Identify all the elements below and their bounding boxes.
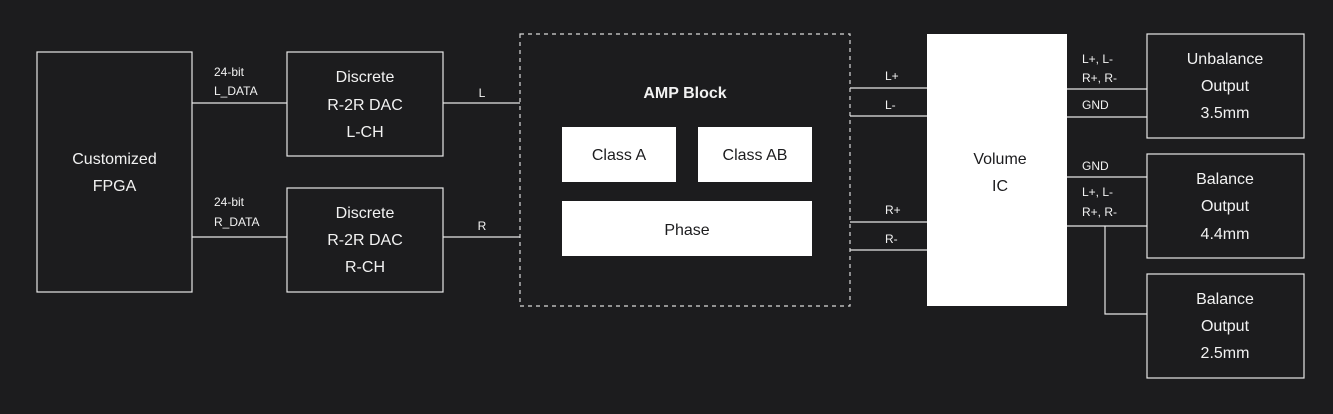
balance-44-line1: Balance (1196, 171, 1254, 188)
l-signal-label: L (479, 86, 486, 100)
fpga-label-line2: FPGA (93, 178, 137, 195)
balance-25-output-block: Balance Output 2.5mm (1146, 273, 1305, 379)
volume-ic-line1: Volume (973, 151, 1026, 168)
class-a-label: Class A (592, 147, 647, 164)
dac-right-line3: R-CH (345, 259, 385, 276)
unbalance-line2: Output (1201, 78, 1250, 95)
volume-ic-block: Volume IC (927, 34, 1067, 306)
phase-label: Phase (664, 222, 709, 239)
dac-right-line2: R-2R DAC (327, 232, 403, 249)
amp-out-l-plus: L+ (885, 69, 899, 83)
wire-vol-to-balance-25 (1104, 226, 1147, 315)
right-data-label-line1: 24-bit (214, 195, 245, 209)
unbalance-line3: 3.5mm (1201, 105, 1250, 122)
class-ab-label: Class AB (723, 147, 788, 164)
vol-bottom-pair-line1: L+, L- (1082, 185, 1113, 199)
fpga-block: Customized FPGA (36, 51, 193, 293)
vol-bottom-gnd: GND (1082, 159, 1109, 173)
left-data-label-line2: L_DATA (214, 84, 258, 98)
vol-top-pair-line2: R+, R- (1082, 71, 1117, 85)
balance-44-output-block: Balance Output 4.4mm (1146, 153, 1305, 259)
vol-bottom-pair-line2: R+, R- (1082, 205, 1117, 219)
dac-right-block: Discrete R-2R DAC R-CH (286, 187, 444, 293)
volume-ic-line2: IC (992, 178, 1008, 195)
class-ab-box (698, 127, 812, 182)
r-signal-label: R (478, 219, 487, 233)
balance-25-line3: 2.5mm (1201, 345, 1250, 362)
amp-out-l-minus: L- (885, 98, 896, 112)
vol-top-gnd: GND (1082, 98, 1109, 112)
balance-44-line2: Output (1201, 198, 1250, 215)
amp-block-title: AMP Block (643, 85, 726, 102)
amp-block: AMP Block Class A Class AB Phase (519, 33, 851, 307)
balance-25-line1: Balance (1196, 291, 1254, 308)
amp-out-r-minus: R- (885, 232, 898, 246)
dac-left-block: Discrete R-2R DAC L-CH (286, 51, 444, 157)
left-data-label-line1: 24-bit (214, 65, 245, 79)
unbalance-line1: Unbalance (1187, 51, 1264, 68)
balance-25-line2: Output (1201, 318, 1250, 335)
dac-left-line3: L-CH (346, 124, 383, 141)
dac-right-line1: Discrete (336, 205, 395, 222)
unbalance-output-block: Unbalance Output 3.5mm (1146, 33, 1305, 139)
class-a-box (562, 127, 676, 182)
fpga-label-line1: Customized (72, 151, 156, 168)
dac-left-line2: R-2R DAC (327, 97, 403, 114)
amp-out-r-plus: R+ (885, 203, 901, 217)
vol-top-pair-line1: L+, L- (1082, 52, 1113, 66)
right-data-label-line2: R_DATA (214, 215, 260, 229)
dac-left-line1: Discrete (336, 69, 395, 86)
balance-44-line3: 4.4mm (1201, 226, 1250, 243)
phase-box (562, 201, 812, 256)
